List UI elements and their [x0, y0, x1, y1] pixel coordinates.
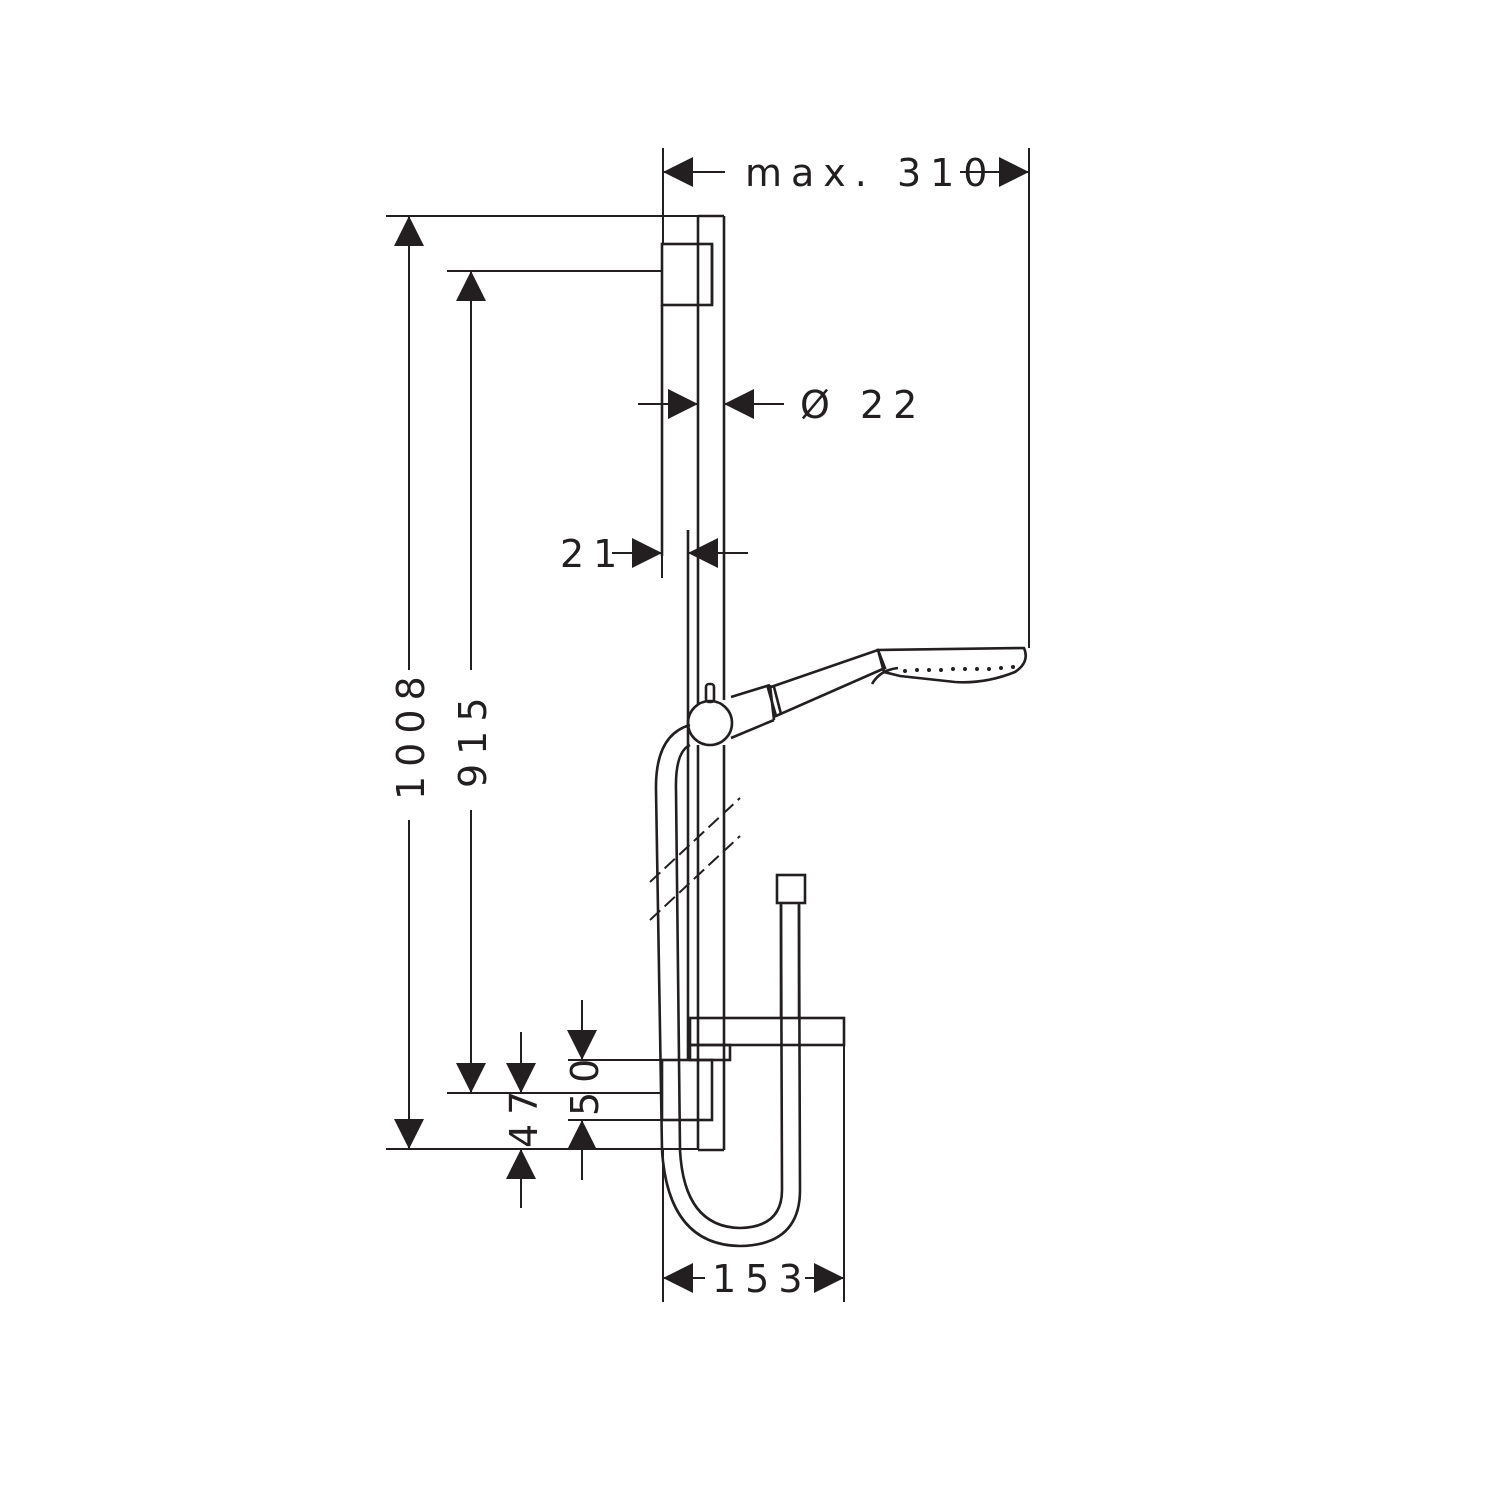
dimension-rail-diameter	[638, 389, 784, 419]
wall-offset-label: 21	[560, 532, 626, 576]
dimension-bracket-spacing	[447, 270, 662, 1094]
shower-hose	[654, 723, 807, 1248]
break-lines	[649, 797, 741, 921]
soap-dish	[688, 1016, 846, 1062]
slider	[686, 682, 776, 747]
height-50-label: 50	[563, 1050, 607, 1116]
bracket-spacing-label: 915	[451, 688, 495, 788]
rail-diameter-label: Ø 22	[800, 383, 926, 427]
total-height-label: 1008	[389, 667, 433, 800]
dimension-50	[567, 1000, 662, 1180]
shower-rail	[660, 214, 726, 1152]
max-reach-label: max. 310	[745, 151, 996, 195]
dimension-wall-offset	[612, 530, 748, 578]
dimension-max-reach	[662, 148, 1030, 648]
upper-wall-bracket	[660, 242, 714, 307]
soap-dish-width-label: 153	[712, 1257, 812, 1301]
lower-wall-bracket	[660, 1058, 714, 1122]
dimension-total-height	[386, 215, 698, 1150]
hand-shower	[766, 646, 1027, 718]
dimension-47	[506, 1032, 536, 1208]
dimension-soap-dish-width	[662, 1045, 845, 1302]
height-47-label: 47	[502, 1082, 546, 1148]
